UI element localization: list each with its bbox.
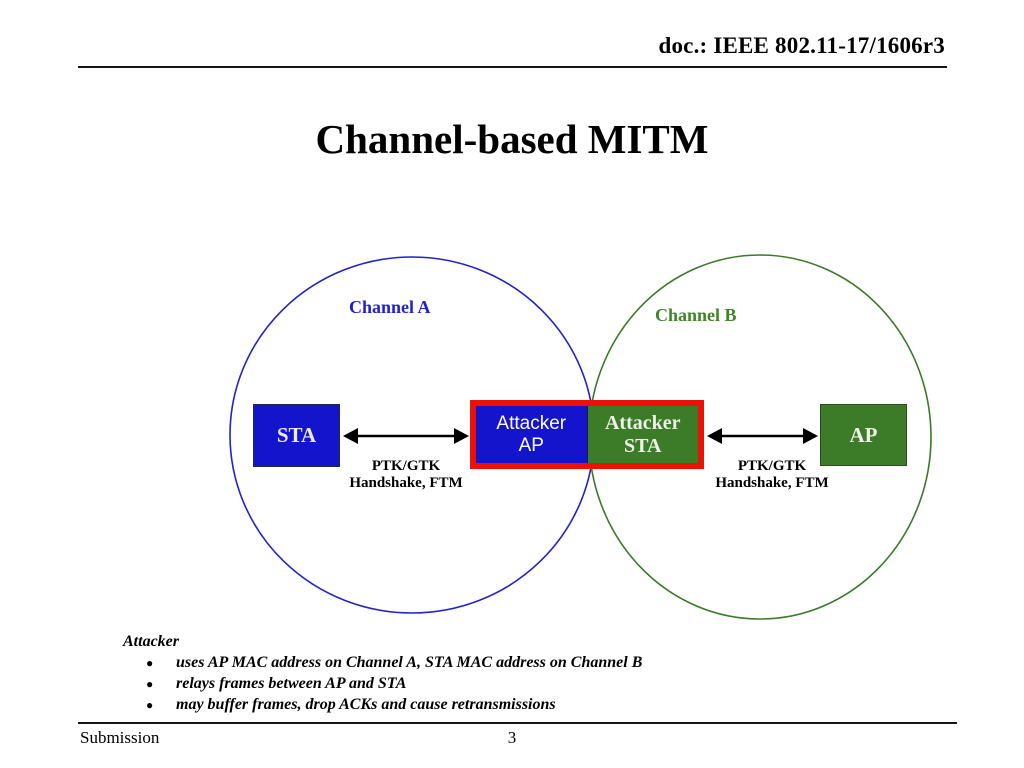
left-link-label: PTK/GTK Handshake, FTM (321, 458, 491, 492)
note-text: relays frames between AP and STA (176, 675, 407, 692)
note-text: uses AP MAC address on Channel A, STA MA… (176, 654, 643, 671)
attacker-sta-node: Attacker STA (587, 406, 698, 463)
document-id: doc.: IEEE 802.11-17/1606r3 (658, 33, 945, 58)
attacker-node-group: Attacker AP Attacker STA (470, 400, 704, 469)
right-arrow-head-right (803, 428, 818, 444)
left-arrow-head-right (454, 428, 469, 444)
footer-submission-label: Submission (80, 728, 160, 747)
attacker-sta-label-line1: Attacker (604, 411, 681, 434)
footer-page-number: 3 (507, 728, 517, 747)
right-link-label-line1: PTK/GTK (737, 458, 807, 474)
note-text: may buffer frames, drop ACKs and cause r… (176, 696, 556, 713)
channel-a-label: Channel A (349, 297, 431, 317)
attacker-ap-label-line1: Attacker (496, 412, 567, 434)
bullet-icon: ● (146, 656, 154, 670)
bullet-icon: ● (146, 677, 154, 691)
left-link-label-line2: Handshake, FTM (349, 475, 463, 491)
list-item: ● may buffer frames, drop ACKs and cause… (146, 696, 786, 717)
left-link-label-line1: PTK/GTK (371, 458, 441, 474)
ap-node: AP (820, 404, 907, 466)
left-arrow-head-left (343, 428, 358, 444)
right-link-label: PTK/GTK Handshake, FTM (687, 458, 857, 492)
attacker-sta-label-line2: STA (624, 434, 662, 457)
sta-node: STA (253, 404, 340, 467)
footer-rule (78, 722, 957, 724)
header-rule (78, 66, 947, 68)
list-item: ● relays frames between AP and STA (146, 675, 786, 696)
notes-list: ● uses AP MAC address on Channel A, STA … (146, 654, 786, 717)
bullet-icon: ● (146, 698, 154, 712)
attacker-ap-node: Attacker AP (476, 406, 588, 463)
right-arrow-head-left (707, 428, 722, 444)
slide-title: Channel-based MITM (315, 116, 709, 162)
channel-b-label: Channel B (655, 305, 737, 325)
attacker-ap-label-line2: AP (518, 434, 544, 456)
right-link-label-line2: Handshake, FTM (715, 475, 829, 491)
notes-heading: Attacker (123, 633, 179, 650)
list-item: ● uses AP MAC address on Channel A, STA … (146, 654, 786, 675)
